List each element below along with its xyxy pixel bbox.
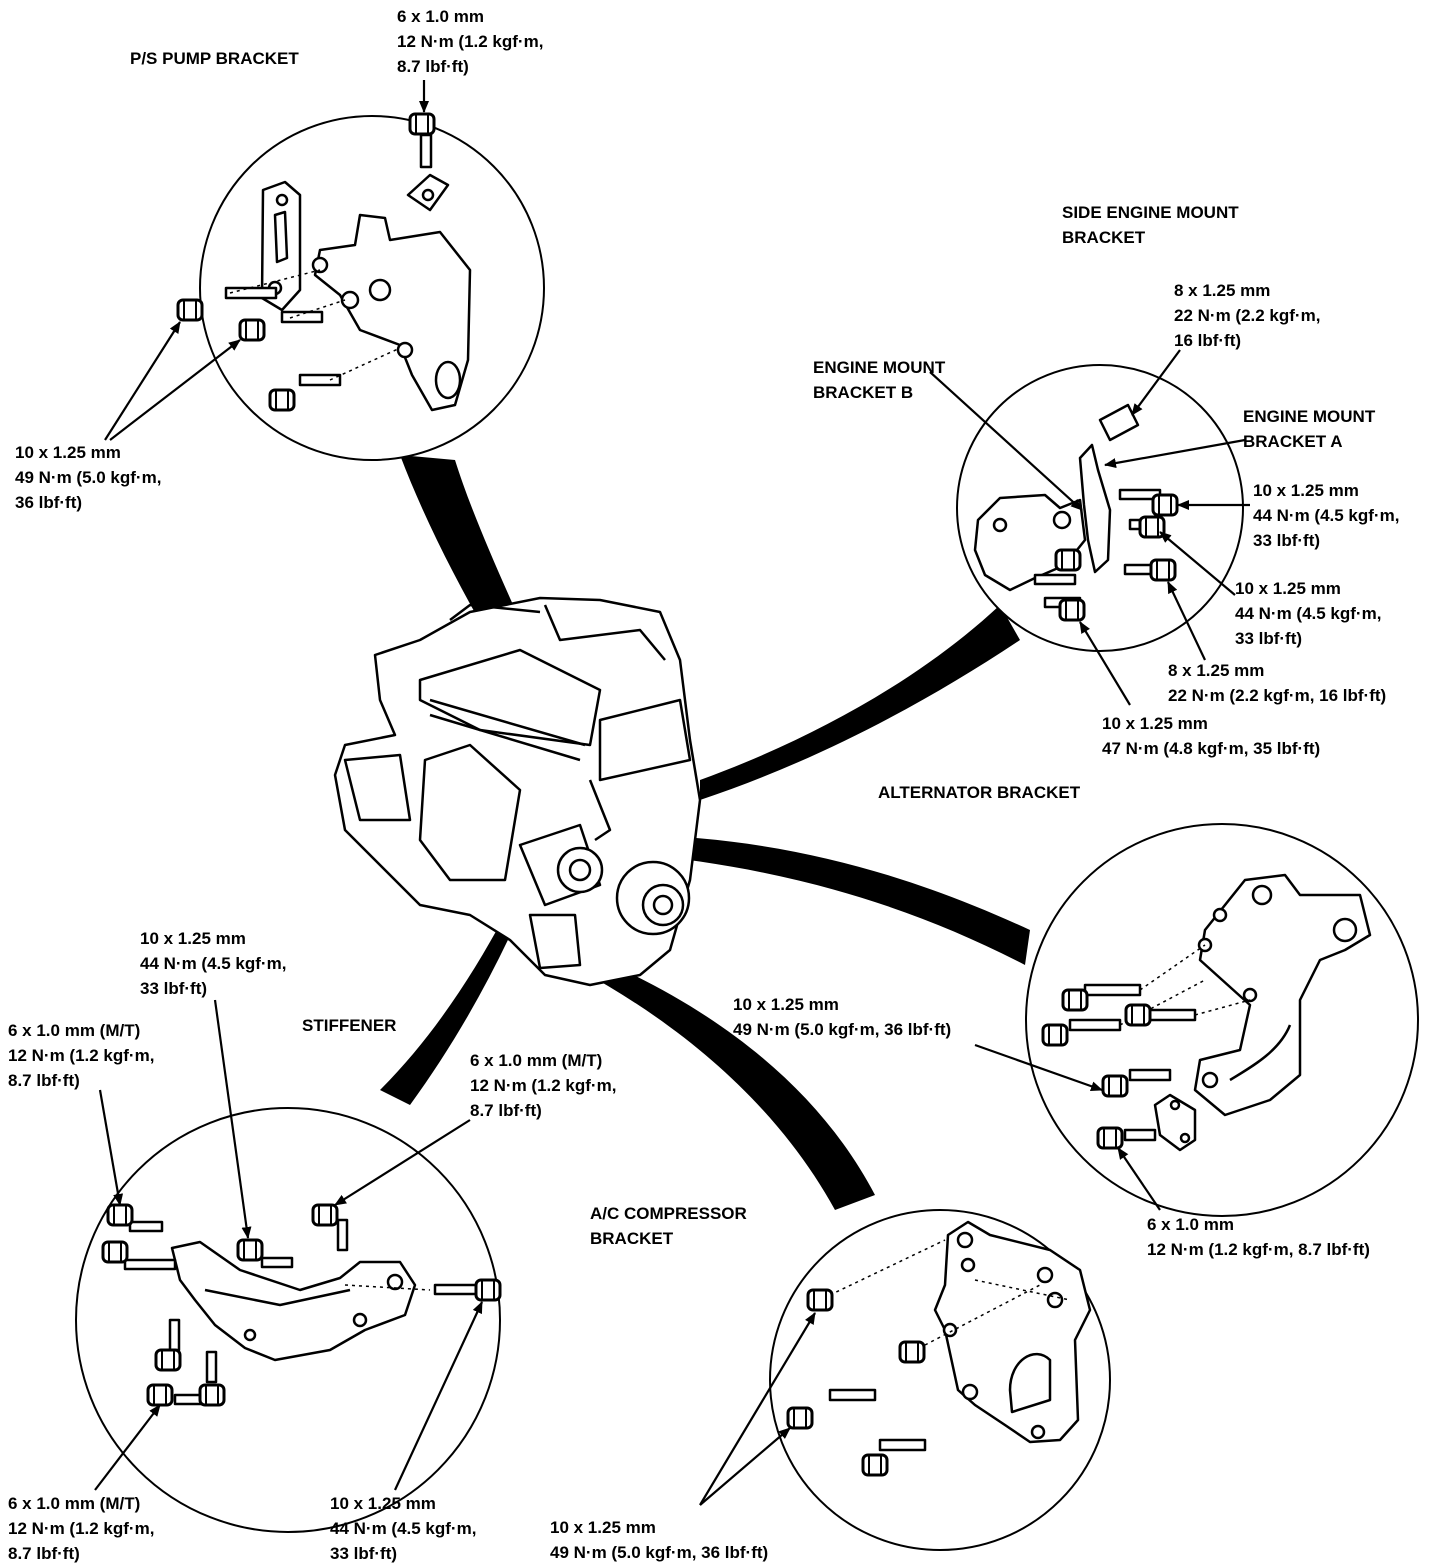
- band-ac-compressor: [580, 955, 875, 1210]
- side-mount-top-bolt-torque: 22 N·m (2.2 kgf·m,: [1174, 306, 1321, 325]
- mount-bolt-47-size: 10 x 1.25 mm: [1102, 714, 1208, 733]
- label-mount-bolt-44-a: 10 x 1.25 mm 44 N·m (4.5 kgf·m, 33 lbf·f…: [1253, 478, 1399, 553]
- alt-bolt-6-torque: 12 N·m (1.2 kgf·m, 8.7 lbf·ft): [1147, 1240, 1370, 1259]
- stiff-bolt-44-top-size: 10 x 1.25 mm: [140, 929, 246, 948]
- side-mount-top-bolt-torque-lbf: 16 lbf·ft): [1174, 331, 1242, 350]
- label-ps-top-bolt: 6 x 1.0 mm 12 N·m (1.2 kgf·m, 8.7 lbf·ft…: [397, 4, 543, 79]
- label-alternator-bracket: ALTERNATOR BRACKET: [878, 783, 1081, 802]
- ps-top-bolt-size: 6 x 1.0 mm: [397, 7, 484, 26]
- band-side-mount: [700, 605, 1020, 800]
- ac-bolt-49-torque: 49 N·m (5.0 kgf·m, 36 lbf·ft): [550, 1543, 769, 1562]
- side-mount-top-bolt-size: 8 x 1.25 mm: [1174, 281, 1271, 300]
- mount-bolt-22-size: 8 x 1.25 mm: [1168, 661, 1265, 680]
- alt-bolt-6-size: 6 x 1.0 mm: [1147, 1215, 1234, 1234]
- label-stiff-bolt-6-right: 6 x 1.0 mm (M/T) 12 N·m (1.2 kgf·m, 8.7 …: [470, 1048, 616, 1123]
- engine-mount-a-line-2: BRACKET A: [1243, 432, 1343, 451]
- stiff-bolt-44-bottom-torque: 44 N·m (4.5 kgf·m,: [330, 1519, 477, 1538]
- mount-bolt-44-b-torque: 44 N·m (4.5 kgf·m,: [1235, 604, 1382, 623]
- mount-bolt-44-a-torque: 44 N·m (4.5 kgf·m,: [1253, 506, 1400, 525]
- side-engine-mount-line-2: BRACKET: [1062, 228, 1146, 247]
- stiff-bolt-6-bottom-size: 6 x 1.0 mm (M/T): [8, 1494, 141, 1513]
- ps-side-bolts-torque: 49 N·m (5.0 kgf·m,: [15, 468, 162, 487]
- label-engine-mount-bracket-a: ENGINE MOUNT BRACKET A: [1243, 404, 1375, 454]
- leader-arrows: [94, 80, 1250, 1506]
- ac-compressor-line-1: A/C COMPRESSOR: [590, 1204, 747, 1223]
- stiff-bolt-6-right-torque-lbf: 8.7 lbf·ft): [470, 1101, 542, 1120]
- label-stiffener: STIFFENER: [302, 1016, 397, 1035]
- stiff-bolt-6-left-torque-lbf: 8.7 lbf·ft): [8, 1071, 80, 1090]
- stiff-bolt-44-top-torque-lbf: 33 lbf·ft): [140, 979, 208, 998]
- label-stiff-bolt-6-bottom: 6 x 1.0 mm (M/T) 12 N·m (1.2 kgf·m, 8.7 …: [8, 1491, 154, 1566]
- mount-bolt-44-a-torque-lbf: 33 lbf·ft): [1253, 531, 1321, 550]
- label-side-engine-mount-bracket: SIDE ENGINE MOUNT BRACKET: [1062, 200, 1239, 250]
- mount-bolt-44-b-size: 10 x 1.25 mm: [1235, 579, 1341, 598]
- label-ps-side-bolts: 10 x 1.25 mm 49 N·m (5.0 kgf·m, 36 lbf·f…: [15, 440, 161, 515]
- ps-top-bolt-torque-lbf: 8.7 lbf·ft): [397, 57, 469, 76]
- label-alt-bolt-49: 10 x 1.25 mm 49 N·m (5.0 kgf·m, 36 lbf·f…: [733, 992, 951, 1042]
- ps-pump-bracket-drawing: [224, 133, 472, 412]
- stiff-bolt-44-top-torque: 44 N·m (4.5 kgf·m,: [140, 954, 287, 973]
- label-ac-bolt-49: 10 x 1.25 mm 49 N·m (5.0 kgf·m, 36 lbf·f…: [550, 1515, 768, 1565]
- band-stiffener: [380, 915, 515, 1105]
- label-stiff-bolt-44-top: 10 x 1.25 mm 44 N·m (4.5 kgf·m, 33 lbf·f…: [140, 926, 286, 1001]
- label-side-mount-top-bolt: 8 x 1.25 mm 22 N·m (2.2 kgf·m, 16 lbf·ft…: [1174, 278, 1320, 353]
- label-stiff-bolt-6-left: 6 x 1.0 mm (M/T) 12 N·m (1.2 kgf·m, 8.7 …: [8, 1018, 154, 1093]
- stiffener-drawing: [123, 1218, 482, 1406]
- ps-side-bolts-size: 10 x 1.25 mm: [15, 443, 121, 462]
- label-stiff-bolt-44-bottom: 10 x 1.25 mm 44 N·m (4.5 kgf·m, 33 lbf·f…: [330, 1491, 476, 1566]
- stiff-bolt-6-bottom-torque-lbf: 8.7 lbf·ft): [8, 1544, 80, 1563]
- label-engine-mount-bracket-b: ENGINE MOUNT BRACKET B: [813, 355, 945, 405]
- stiff-bolt-6-left-torque: 12 N·m (1.2 kgf·m,: [8, 1046, 155, 1065]
- engine-assembly: [333, 596, 702, 987]
- stiff-bolt-6-left-size: 6 x 1.0 mm (M/T): [8, 1021, 141, 1040]
- engine-mount-b-line-2: BRACKET B: [813, 383, 914, 402]
- stiff-bolt-6-right-torque: 12 N·m (1.2 kgf·m,: [470, 1076, 617, 1095]
- label-ps-pump-bracket: P/S PUMP BRACKET: [130, 49, 299, 68]
- mount-bolt-44-b-torque-lbf: 33 lbf·ft): [1235, 629, 1303, 648]
- ac-compressor-bracket-drawing: [828, 1220, 1092, 1452]
- ps-side-bolts-torque-lbf: 36 lbf·ft): [15, 493, 83, 512]
- alt-bolt-49-torque: 49 N·m (5.0 kgf·m, 36 lbf·ft): [733, 1020, 952, 1039]
- mount-bolt-47-torque: 47 N·m (4.8 kgf·m, 35 lbf·ft): [1102, 739, 1321, 758]
- label-alt-bolt-6: 6 x 1.0 mm 12 N·m (1.2 kgf·m, 8.7 lbf·ft…: [1147, 1212, 1370, 1262]
- mount-bolt-22-torque: 22 N·m (2.2 kgf·m, 16 lbf·ft): [1168, 686, 1387, 705]
- engine-mount-b-line-1: ENGINE MOUNT: [813, 358, 946, 377]
- stiff-bolt-6-right-size: 6 x 1.0 mm (M/T): [470, 1051, 603, 1070]
- alt-bolt-49-size: 10 x 1.25 mm: [733, 995, 839, 1014]
- stiff-bolt-6-bottom-torque: 12 N·m (1.2 kgf·m,: [8, 1519, 155, 1538]
- label-ac-compressor-bracket: A/C COMPRESSOR BRACKET: [590, 1201, 747, 1251]
- label-mount-bolt-22: 8 x 1.25 mm 22 N·m (2.2 kgf·m, 16 lbf·ft…: [1168, 658, 1386, 708]
- engine-mount-a-line-1: ENGINE MOUNT: [1243, 407, 1376, 426]
- label-mount-bolt-47: 10 x 1.25 mm 47 N·m (4.8 kgf·m, 35 lbf·f…: [1102, 711, 1320, 761]
- mount-bolt-44-a-size: 10 x 1.25 mm: [1253, 481, 1359, 500]
- ac-bolt-49-size: 10 x 1.25 mm: [550, 1518, 656, 1537]
- ac-compressor-line-2: BRACKET: [590, 1229, 674, 1248]
- label-mount-bolt-44-b: 10 x 1.25 mm 44 N·m (4.5 kgf·m, 33 lbf·f…: [1235, 576, 1381, 651]
- alternator-bracket-drawing: [1068, 873, 1372, 1152]
- stiff-bolt-44-bottom-torque-lbf: 33 lbf·ft): [330, 1544, 398, 1563]
- ps-top-bolt-torque: 12 N·m (1.2 kgf·m,: [397, 32, 544, 51]
- stiff-bolt-44-bottom-size: 10 x 1.25 mm: [330, 1494, 436, 1513]
- side-engine-mount-line-1: SIDE ENGINE MOUNT: [1062, 203, 1239, 222]
